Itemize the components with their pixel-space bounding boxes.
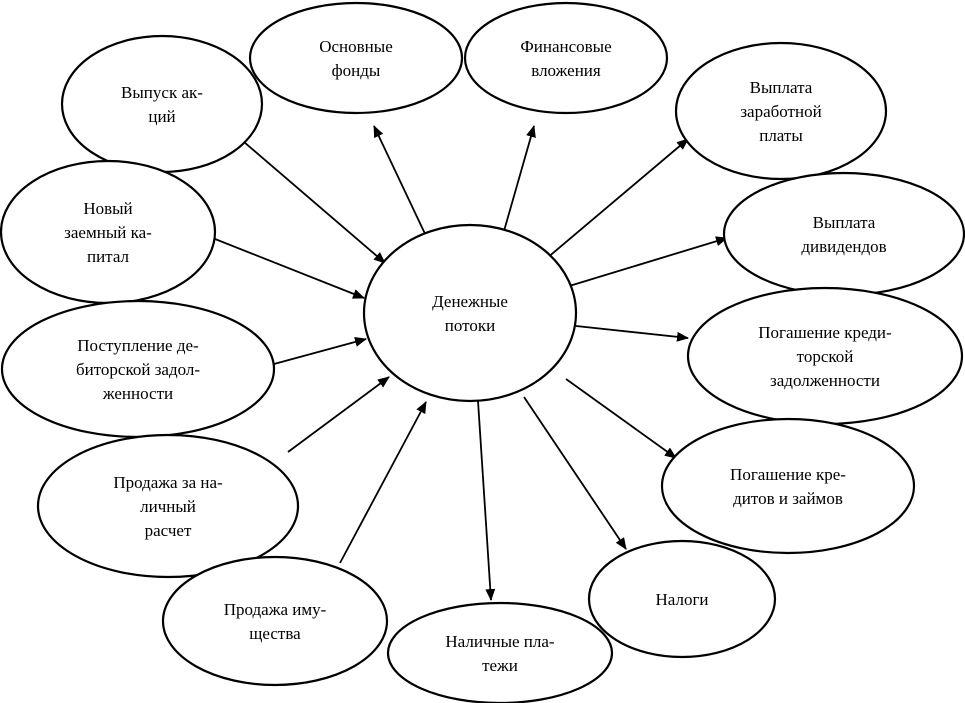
node-prodazha-imushchestva: Продажа иму-щества [161, 555, 389, 687]
arrow-vypusk-aktsiy [236, 135, 386, 264]
node-label-prodazha-za-nalichnyy-line-1: личный [140, 497, 196, 516]
node-osnovnye-fondy: Основные фонды [248, 1, 464, 115]
node-label-nalogi-line-0: Налоги [655, 590, 708, 609]
node-pogashenie-kreditorskoy: Погашение креди-торской задолженности [686, 286, 964, 426]
node-postuplenie-debitorskoy: Поступление де-биторской задол-женности [0, 299, 276, 439]
node-label-novyy-zaemnyy-kapital-line-1: заемный ка- [64, 223, 152, 242]
arrow-finansovye-vlozheniya [501, 125, 536, 239]
node-label-novyy-zaemnyy-kapital-line-2: питал [87, 247, 130, 266]
arrow-prodazha-imushchestva [339, 401, 427, 564]
node-nalichnye-platezhi: Наличные пла-тежи [386, 601, 614, 703]
node-label-pogashenie-kreditorskoy-line-0: Погашение креди- [758, 323, 892, 342]
arrow-nalichnye-platezhi [477, 400, 496, 601]
arrow-vyplata-dividendov [565, 236, 728, 288]
node-vyplata-zarabotnoy: Выплата заработной платы [674, 41, 888, 181]
node-label-novyy-zaemnyy-kapital-line-0: Новый [83, 199, 132, 218]
node-label-prodazha-za-nalichnyy-line-2: расчет [145, 521, 192, 540]
node-center: Денежные потоки [362, 223, 578, 403]
node-prodazha-za-nalichnyy: Продажа за на-личный расчет [36, 433, 300, 579]
arrow-pogashenie-kreditov [565, 378, 677, 459]
node-label-vyplata-zarabotnoy-line-1: заработной [740, 102, 821, 121]
node-ellipse-prodazha-imushchestva [161, 555, 389, 687]
arrow-novyy-zaemnyy-kapital [214, 238, 365, 299]
node-ellipse-nalogi [587, 539, 777, 659]
node-label-postuplenie-debitorskoy-line-2: женности [102, 384, 173, 403]
node-label-osnovnye-fondy-line-0: Основные [319, 37, 393, 56]
node-label-pogashenie-kreditov-line-0: Погашение кре- [730, 465, 846, 484]
node-nalogi: Налоги [587, 539, 777, 659]
node-ellipse-pogashenie-kreditov [660, 417, 916, 555]
node-ellipse-osnovnye-fondy [248, 1, 464, 115]
node-finansovye-vlozheniya: Финансовые вложения [463, 1, 669, 115]
node-ellipse-nalichnye-platezhi [386, 601, 614, 703]
node-label-center-line-0: Денежные [432, 292, 508, 311]
arrow-pogashenie-kreditorskoy [575, 325, 689, 342]
node-label-prodazha-za-nalichnyy-line-0: Продажа за на- [113, 473, 223, 492]
node-label-finansovye-vlozheniya-line-0: Финансовые [520, 37, 611, 56]
node-label-pogashenie-kreditorskoy-line-1: торской [797, 347, 854, 366]
node-label-center-line-1: потоки [445, 316, 495, 335]
node-label-prodazha-imushchestva-line-0: Продажа иму- [224, 600, 327, 619]
node-label-nalichnye-platezhi-line-1: тежи [482, 656, 518, 675]
arrows-layer [214, 125, 728, 601]
node-label-postuplenie-debitorskoy-line-0: Поступление де- [77, 336, 199, 355]
node-novyy-zaemnyy-kapital: Новый заемный ка-питал [0, 159, 217, 305]
node-label-vyplata-dividendov-line-0: Выплата [813, 213, 876, 232]
arrow-osnovnye-fondy [373, 125, 428, 239]
node-label-vyplata-zarabotnoy-line-0: Выплата [750, 78, 813, 97]
node-label-vyplata-dividendov-line-1: дивидендов [801, 237, 886, 256]
node-ellipse-finansovye-vlozheniya [463, 1, 669, 115]
arrow-prodazha-za-nalichnyy [287, 376, 390, 453]
node-vypusk-aktsiy: Выпуск ак-ций [60, 34, 264, 174]
arrow-vyplata-zarabotnoy [539, 138, 689, 265]
node-label-finansovye-vlozheniya-line-1: вложения [531, 61, 601, 80]
node-label-pogashenie-kreditorskoy-line-2: задолженности [770, 371, 880, 390]
node-label-pogashenie-kreditov-line-1: дитов и займов [733, 489, 843, 508]
node-ellipse-center [362, 223, 578, 403]
node-pogashenie-kreditov: Погашение кре-дитов и займов [660, 417, 916, 555]
node-ellipse-vyplata-zarabotnoy [674, 41, 888, 181]
node-ellipse-vypusk-aktsiy [60, 34, 264, 174]
node-label-vypusk-aktsiy-line-0: Выпуск ак- [121, 83, 203, 102]
node-ellipse-vyplata-dividendov [722, 171, 965, 297]
arrow-nalogi [523, 396, 627, 550]
node-vyplata-dividendov: Выплата дивидендов [722, 171, 965, 297]
node-label-postuplenie-debitorskoy-line-1: биторской задол- [76, 360, 200, 379]
node-label-vyplata-zarabotnoy-line-2: платы [759, 126, 803, 145]
arrow-postuplenie-debitorskoy [273, 337, 367, 365]
node-ellipse-prodazha-za-nalichnyy [36, 433, 300, 579]
node-label-vypusk-aktsiy-line-1: ций [148, 107, 175, 126]
node-label-prodazha-imushchestva-line-1: щества [249, 624, 301, 643]
node-label-nalichnye-platezhi-line-0: Наличные пла- [445, 632, 555, 651]
node-label-osnovnye-fondy-line-1: фонды [332, 61, 381, 80]
